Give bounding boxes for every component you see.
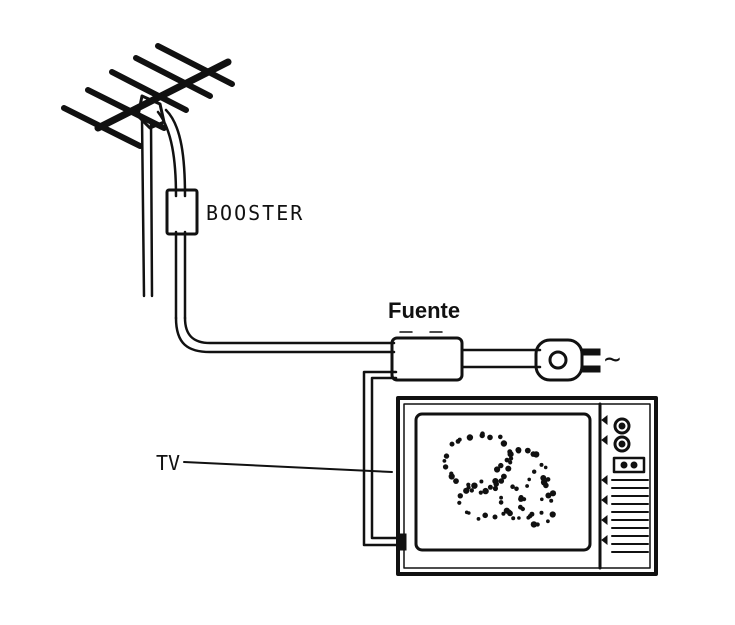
coax-cable — [156, 108, 396, 354]
noise-dot — [457, 437, 462, 442]
noise-dot — [492, 485, 498, 492]
noise-dot — [539, 462, 544, 467]
noise-dot — [549, 498, 554, 503]
noise-dot — [457, 500, 462, 505]
tv-feed-cable — [362, 370, 406, 547]
noise-dot — [442, 459, 447, 463]
television-icon — [396, 396, 658, 576]
booster-box — [165, 188, 199, 236]
noise-dot — [480, 431, 485, 437]
noise-dot — [482, 487, 489, 495]
noise-dot — [498, 462, 504, 469]
noise-dot — [545, 477, 551, 482]
noise-dot — [498, 478, 505, 484]
noise-dot — [493, 481, 500, 487]
noise-dot — [471, 482, 478, 489]
noise-dot — [487, 484, 493, 490]
noise-dot — [533, 451, 540, 458]
noise-dot — [516, 448, 522, 454]
noise-dot — [520, 506, 525, 512]
noise-dot — [549, 490, 557, 497]
noise-dot — [508, 460, 513, 465]
tv-leader-line — [183, 461, 393, 473]
noise-dot — [479, 479, 484, 484]
screen-noise-pattern — [442, 431, 557, 528]
noise-dot — [482, 512, 489, 519]
noise-dot — [545, 492, 552, 499]
noise-dot — [549, 511, 556, 518]
noise-dot — [530, 521, 538, 528]
power-supply-box — [390, 331, 464, 382]
noise-dot — [514, 486, 519, 492]
ac-symbol: ~ — [604, 342, 621, 375]
noise-dot — [469, 488, 474, 493]
noise-dot — [466, 434, 474, 441]
mains-cord — [460, 348, 542, 369]
noise-dot — [476, 517, 481, 521]
noise-dot — [510, 484, 515, 490]
noise-dot — [487, 434, 493, 441]
noise-dot — [499, 495, 503, 500]
noise-dot — [511, 516, 516, 521]
noise-dot — [506, 509, 512, 515]
noise-dot — [540, 479, 548, 486]
noise-dot — [492, 514, 498, 520]
noise-dot — [501, 511, 506, 516]
noise-dot — [504, 457, 510, 463]
noise-dot — [500, 440, 508, 447]
power-plug-icon — [534, 338, 601, 382]
noise-dot — [449, 471, 454, 476]
noise-dot — [524, 447, 531, 454]
noise-dot — [522, 497, 527, 502]
noise-dot — [478, 490, 483, 495]
noise-dot — [508, 456, 514, 461]
noise-dot — [464, 510, 469, 515]
noise-dot — [507, 451, 514, 458]
noise-dot — [443, 453, 450, 459]
noise-dot — [498, 434, 503, 440]
noise-dot — [532, 469, 537, 474]
noise-dot — [505, 465, 512, 472]
noise-dot — [527, 477, 531, 482]
noise-dot — [466, 482, 471, 487]
noise-dot — [525, 484, 529, 488]
noise-dot — [501, 473, 507, 480]
noise-dot — [526, 515, 531, 520]
noise-dot — [457, 493, 463, 499]
noise-dot — [442, 464, 449, 470]
power-supply-label: Fuente — [388, 298, 460, 323]
noise-dot — [517, 516, 521, 520]
noise-dot — [539, 510, 544, 515]
tv-label: TV — [156, 451, 180, 475]
booster-label: BOOSTER — [206, 201, 304, 225]
noise-dot — [498, 500, 504, 505]
noise-dot — [540, 497, 544, 502]
noise-dot — [546, 519, 550, 524]
noise-dot — [494, 466, 501, 473]
noise-dot — [543, 465, 548, 470]
noise-dot — [449, 441, 455, 447]
yagi-antenna-icon — [61, 43, 235, 298]
noise-dot — [463, 487, 470, 494]
noise-dot — [453, 478, 459, 484]
